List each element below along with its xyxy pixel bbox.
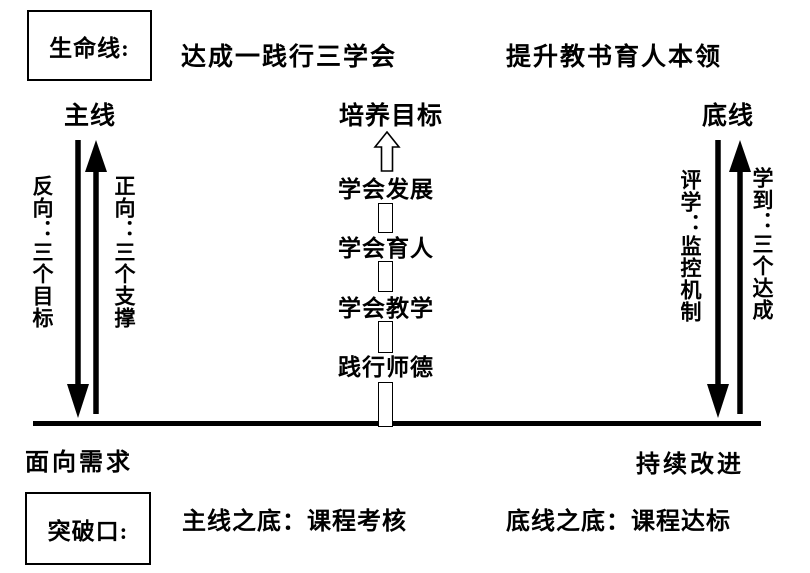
breakthrough-box: 突破口: <box>25 492 151 565</box>
ladder-connector-4 <box>378 382 393 427</box>
main-line-up-arrow-text: 正向：三个支撑 <box>112 175 137 329</box>
top-heading-right: 提升教书育人本领 <box>506 44 723 71</box>
bottom-line-down-arrow-icon <box>707 140 729 418</box>
breakthrough-box-label: 突破口: <box>47 518 129 544</box>
bottom-line-down-arrow-text: 评学：监控机制 <box>678 169 703 323</box>
main-line-down-arrow-icon <box>67 140 89 418</box>
bottom-line-up-arrow-text: 学到：三个达成 <box>750 167 775 321</box>
ladder-item-4: 践行师德 <box>338 355 434 380</box>
bottom-line-label: 底线 <box>702 103 755 130</box>
goal-label: 培养目标 <box>338 103 443 130</box>
lifeline-box-label: 生命线: <box>49 35 130 61</box>
bottom-line-arrows <box>707 140 751 418</box>
footer-left: 主线之底：课程考核 <box>182 509 407 535</box>
ladder-connector-2 <box>378 261 393 292</box>
hollow-up-arrow-icon <box>373 131 401 172</box>
ladder-item-3: 学会教学 <box>338 296 434 321</box>
main-line-arrows <box>67 140 107 418</box>
footer-right: 底线之底：课程达标 <box>506 509 731 535</box>
top-heading-left: 达成一践行三学会 <box>181 44 398 71</box>
ladder-connector-3 <box>378 321 393 353</box>
ladder-connector-1 <box>378 203 393 233</box>
main-line-label: 主线 <box>64 103 117 130</box>
main-line-down-arrow-text: 反向：三个目标 <box>30 175 55 329</box>
lifeline-box: 生命线: <box>27 10 152 81</box>
bottom-line-up-arrow-icon <box>729 140 751 414</box>
baseline-label-right: 持续改进 <box>636 452 744 478</box>
main-line-up-arrow-icon <box>85 140 107 414</box>
baseline-rule <box>33 421 761 426</box>
baseline-label-left: 面向需求 <box>25 450 133 476</box>
ladder-item-1: 学会发展 <box>338 177 434 202</box>
ladder-item-2: 学会育人 <box>338 236 434 261</box>
